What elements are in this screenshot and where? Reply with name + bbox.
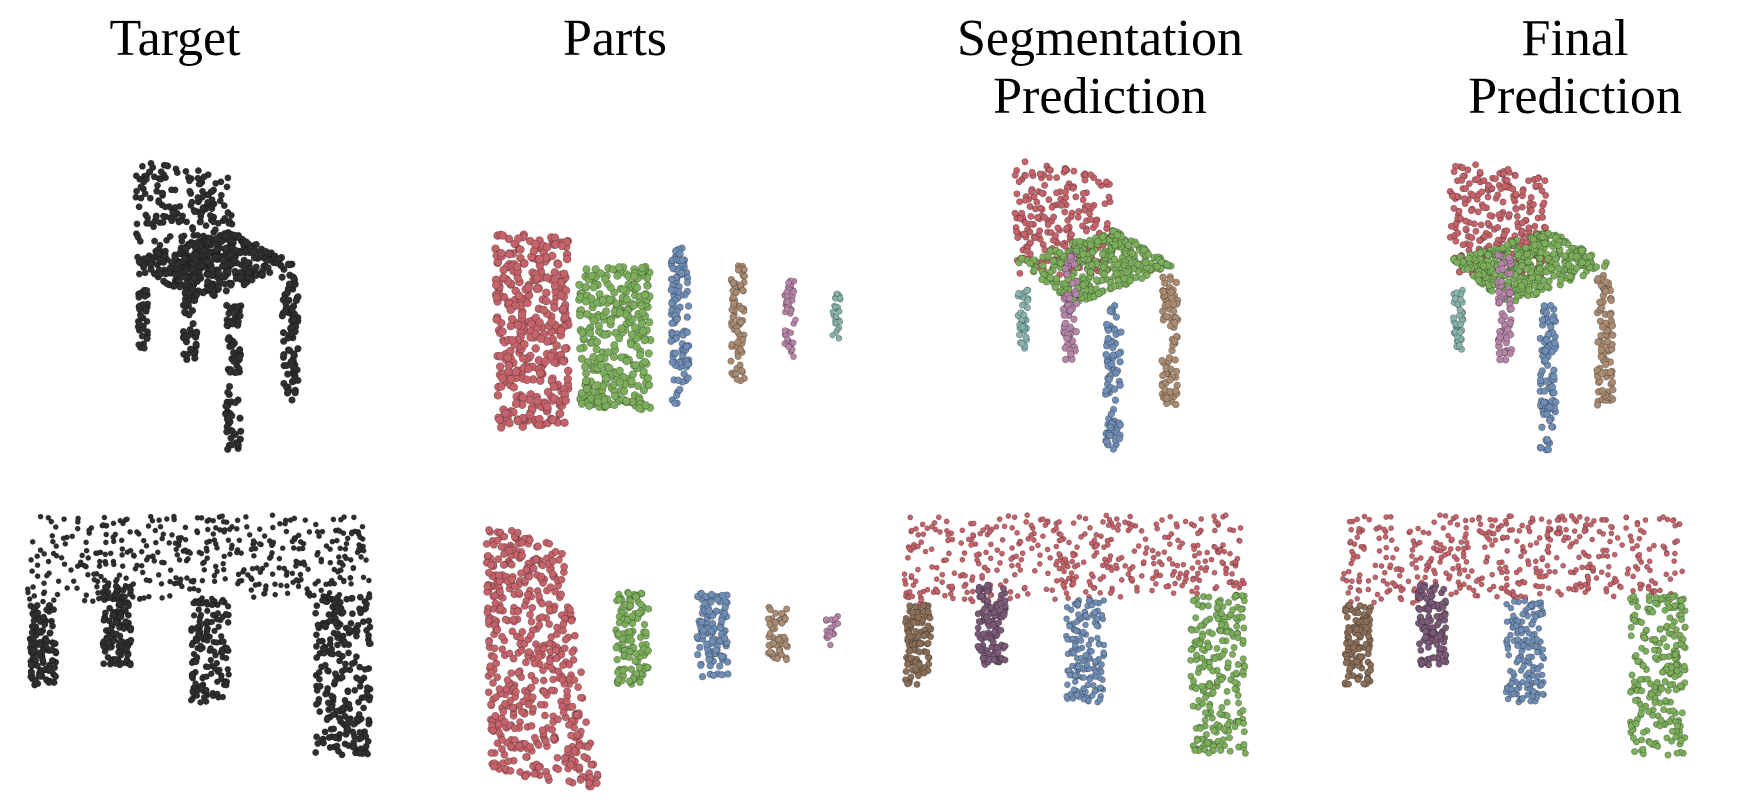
header-target: Target	[55, 10, 295, 68]
target-chair-leg-back-left	[134, 286, 152, 352]
target-table-leg-4	[312, 593, 374, 759]
segmentation-chair-leg-front-right	[1158, 273, 1182, 409]
parts-table-top	[482, 526, 602, 791]
header-final-line-2: Prediction	[1468, 68, 1682, 125]
segmentation-table-table-top	[901, 512, 1247, 607]
final-table-leg-4	[1627, 592, 1689, 759]
header-final-line-1: Final	[1521, 10, 1629, 67]
target-table-leg-3	[187, 596, 232, 706]
parts-chair-leg-4	[829, 290, 844, 342]
header-parts-line-1: Parts	[563, 10, 667, 67]
target-table-table-top	[24, 512, 373, 605]
final-chair-leg-front-left	[1536, 301, 1560, 454]
parts-chair-leg-1	[667, 244, 693, 407]
final-chair-leg-back-left	[1450, 286, 1467, 353]
parts-table-leg-1	[612, 588, 653, 688]
parts-chair-leg-3	[781, 277, 799, 361]
segmentation-table-leg-4	[1187, 591, 1249, 757]
segmentation-table-leg-3	[1063, 596, 1108, 706]
parts-chair-leg-2	[727, 262, 749, 385]
final-chair-leg-back-right	[1494, 251, 1516, 364]
final-table-table-top	[1340, 512, 1686, 606]
final-table-leg-1	[1341, 601, 1375, 688]
segmentation-table-leg-1	[901, 601, 935, 688]
parts-chair-seat-back	[491, 230, 573, 432]
parts-chair-seat	[575, 262, 655, 414]
target-table-leg-1	[26, 601, 60, 689]
target-chair-seat	[135, 229, 296, 304]
final-chair-seat	[1449, 229, 1610, 305]
segmentation-chair-leg-front-left	[1101, 302, 1125, 453]
target-table-leg-2	[99, 582, 135, 669]
header-segmentation-prediction: Segmentation Prediction	[900, 10, 1300, 126]
header-segmentation-line-1: Segmentation	[957, 10, 1243, 67]
segmentation-chair-leg-back-left	[1014, 286, 1032, 352]
header-target-line-1: Target	[109, 10, 241, 67]
header-parts: Parts	[495, 10, 735, 68]
final-chair-leg-front-right	[1593, 271, 1617, 409]
header-final-prediction: Final Prediction	[1375, 10, 1750, 126]
final-table-leg-3	[1502, 597, 1548, 706]
header-segmentation-line-2: Prediction	[993, 68, 1207, 125]
final-table-leg-2	[1414, 581, 1450, 669]
segmentation-table-leg-2	[974, 581, 1009, 668]
target-chair-leg-front-left	[222, 301, 245, 453]
segmentation-chair-leg-back-right	[1059, 251, 1081, 364]
target-chair-leg-front-right	[278, 271, 302, 404]
parts-table-leg-2	[693, 589, 732, 681]
parts-table-leg-3	[764, 603, 791, 664]
target-chair-leg-back-right	[179, 253, 201, 364]
parts-table-leg-4	[822, 612, 842, 649]
